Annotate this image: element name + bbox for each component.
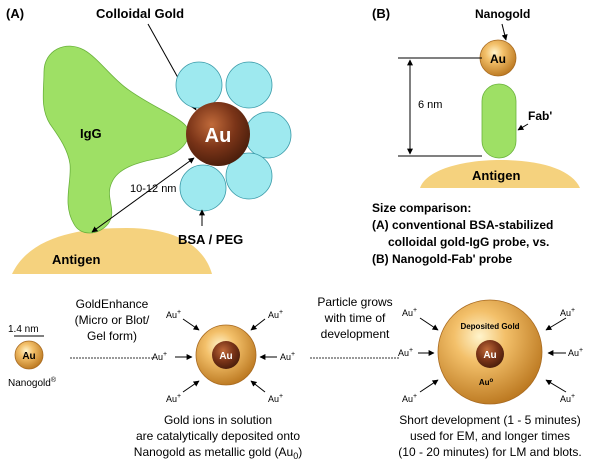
colloidal-gold-label: Colloidal Gold bbox=[96, 6, 184, 21]
deposited-gold-label: Deposited Gold bbox=[460, 322, 519, 331]
large-ion-label-r: Au+ bbox=[568, 347, 583, 358]
caption-right-line-2: used for EM, and longer times bbox=[410, 429, 570, 443]
goldenhance-line-1: GoldEnhance bbox=[76, 297, 149, 311]
particle-grows-line-2: with time of bbox=[324, 311, 386, 325]
colloidal-gold-au-label: Au bbox=[205, 125, 232, 147]
distance-label-a: 10-12 nm bbox=[130, 183, 176, 195]
bsa-sphere-top-left bbox=[175, 61, 223, 109]
panel-a-label: (A) bbox=[6, 6, 24, 21]
bsa-sphere-bottom-right bbox=[225, 152, 273, 200]
antigen-shape-a bbox=[12, 228, 212, 274]
large-ion-arrow-br bbox=[545, 379, 567, 393]
ion-label-tl: Au+ bbox=[166, 309, 181, 320]
ion-arrow-bl bbox=[182, 380, 200, 393]
fab-label: Fab' bbox=[528, 109, 552, 123]
caption-left-end: ) bbox=[298, 445, 302, 459]
goldenhance-line-3: Gel form) bbox=[87, 329, 137, 343]
ion-arrow-br bbox=[250, 380, 266, 393]
caption-left-line-3-text: Nanogold as metallic gold (Au bbox=[134, 445, 293, 459]
au-zero-charge: o bbox=[490, 378, 494, 384]
ion-label-tr: Au+ bbox=[268, 309, 283, 320]
colloidal-gold-sphere bbox=[186, 102, 250, 166]
nanogold-small-particle bbox=[14, 340, 44, 370]
large-ion-arrow-bl bbox=[419, 379, 439, 393]
size-comparison-line-3: colloidal gold-IgG probe, vs. bbox=[388, 235, 549, 249]
large-ion-label-tl: Au+ bbox=[402, 307, 417, 318]
size-comparison-line-2: (A) conventional BSA-stabilized bbox=[372, 218, 553, 232]
middle-ion-arrows bbox=[175, 318, 277, 393]
fab-fragment-shape bbox=[481, 83, 517, 159]
au-zero-label: Auo bbox=[479, 378, 494, 387]
large-ion-arrow-tr bbox=[545, 317, 567, 331]
bsa-sphere-top-right bbox=[225, 61, 273, 109]
large-ion-label-bl: Au+ bbox=[402, 393, 417, 404]
caption-left-line-3: Nanogold as metallic gold (Au0) bbox=[134, 445, 302, 461]
bsa-sphere-right bbox=[244, 111, 292, 159]
antigen-shape-b bbox=[420, 160, 580, 188]
bsa-peg-spheres bbox=[175, 61, 292, 212]
large-core-au-label: Au bbox=[483, 350, 496, 361]
nanogold-au-label-b: Au bbox=[490, 52, 506, 66]
caption-left-line-1: Gold ions in solution bbox=[164, 413, 272, 427]
panel-b-label: (B) bbox=[372, 6, 390, 21]
ion-arrow-tr bbox=[250, 318, 266, 331]
ion-label-l: Au+ bbox=[152, 351, 167, 362]
large-ion-label-tr: Au+ bbox=[560, 307, 575, 318]
ion-label-bl: Au+ bbox=[166, 393, 181, 404]
size-comparison-line-1: Size comparison: bbox=[372, 201, 471, 215]
distance-label-b: 6 nm bbox=[418, 99, 442, 111]
bsa-peg-label: BSA / PEG bbox=[178, 232, 243, 247]
ion-label-br: Au+ bbox=[268, 393, 283, 404]
caption-left-line-2: are catalytically deposited onto bbox=[136, 429, 300, 443]
caption-right-line-3: (10 - 20 minutes) for LM and blots. bbox=[398, 445, 581, 459]
au-zero-symbol: Au bbox=[479, 378, 490, 387]
enhancement-process: 1.4 nm Au Nanogold® GoldEnhance (Micro o… bbox=[8, 295, 583, 461]
igg-label: IgG bbox=[80, 126, 102, 141]
caption-right-line-1: Short development (1 - 5 minutes) bbox=[399, 413, 580, 427]
bsa-sphere-bottom bbox=[179, 164, 227, 212]
large-ion-arrow-tl bbox=[419, 317, 439, 331]
nanogold-caption: Nanogold® bbox=[8, 376, 57, 389]
fab-pointer bbox=[517, 123, 529, 131]
large-ion-label-br: Au+ bbox=[560, 393, 575, 404]
nanogold-pointer-b bbox=[501, 23, 508, 41]
nanogold-registered-mark: ® bbox=[51, 376, 57, 384]
middle-core-au-label: Au bbox=[219, 351, 232, 362]
nanogold-caption-text: Nanogold bbox=[8, 378, 51, 389]
size-comparison-line-4: (B) Nanogold-Fab' probe bbox=[372, 252, 512, 266]
scale-label: 1.4 nm bbox=[8, 324, 39, 335]
igg-antibody-shape bbox=[42, 45, 189, 234]
large-ion-arrows bbox=[418, 317, 567, 393]
particle-grows-line-1: Particle grows bbox=[317, 295, 392, 309]
middle-ion-labels: Au+ Au+ Au+ Au+ Au+ Au+ bbox=[152, 309, 295, 404]
middle-core bbox=[212, 341, 240, 369]
large-ion-labels: Au+ Au+ Au+ Au+ Au+ Au+ bbox=[398, 307, 583, 404]
panel-a: (A) Colloidal Gold Antigen IgG Au 10-12 … bbox=[6, 6, 292, 274]
large-core bbox=[476, 340, 504, 368]
antigen-label-a: Antigen bbox=[52, 252, 100, 267]
caption-left-subscript: 0 bbox=[293, 451, 298, 461]
distance-arrow-a bbox=[91, 157, 195, 233]
size-comparison-caption: Size comparison: (A) conventional BSA-st… bbox=[372, 201, 553, 266]
nanogold-label-b: Nanogold bbox=[475, 7, 530, 21]
ion-label-r: Au+ bbox=[280, 351, 295, 362]
panel-b: (B) Nanogold Antigen Fab' Au 6 nm bbox=[372, 6, 580, 188]
nanogold-small-au-label: Au bbox=[22, 351, 35, 362]
goldenhance-line-2: (Micro or Blot/ bbox=[75, 313, 150, 327]
antigen-label-b: Antigen bbox=[472, 168, 520, 183]
large-ion-label-l: Au+ bbox=[398, 347, 413, 358]
ion-arrow-tl bbox=[182, 318, 200, 331]
particle-grows-line-3: development bbox=[321, 327, 390, 341]
